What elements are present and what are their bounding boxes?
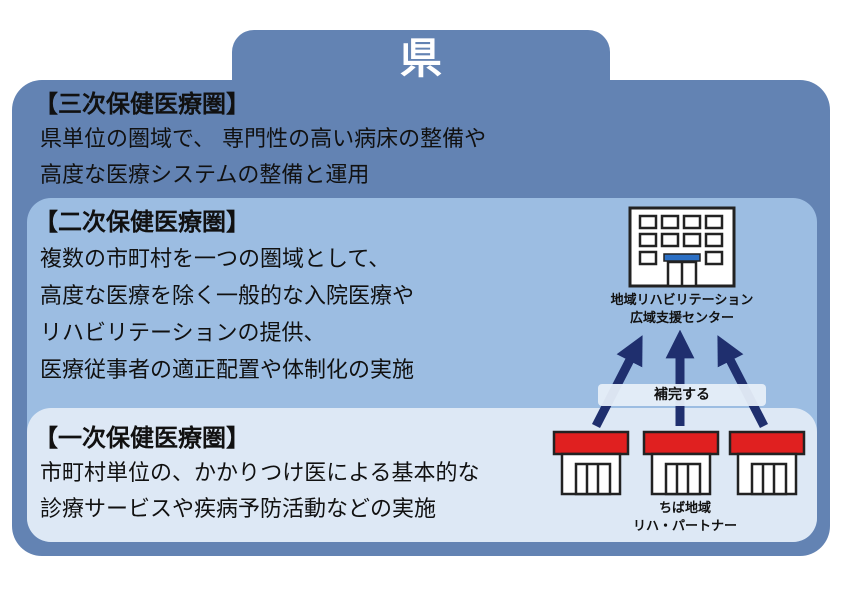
rehab-center-building-icon	[628, 206, 736, 288]
secondary-line-2: 高度な医療を除く一般的な入院医療や	[40, 284, 415, 309]
prefecture-tab	[232, 30, 610, 110]
secondary-line-1: 複数の市町村を一つの圏域として、	[40, 247, 391, 272]
prefecture-title: 県	[399, 34, 442, 83]
tertiary-heading: 【三次保健医療圏】	[34, 90, 250, 118]
rehab-center-label-2: 広域支援センター	[629, 311, 734, 326]
partner-label-1: ちば地域	[658, 501, 711, 516]
partner-shop-icon	[728, 430, 806, 496]
secondary-heading: 【二次保健医療圏】	[34, 208, 250, 236]
partner-label-2: リハ・パートナー	[632, 519, 737, 534]
support-label-bar	[598, 384, 766, 406]
support-arrows	[591, 330, 769, 429]
primary-line-1: 市町村単位の、かかりつけ医による基本的な	[40, 461, 480, 486]
primary-heading: 【一次保健医療圏】	[34, 424, 250, 452]
partner-shop-icon	[642, 430, 720, 496]
primary-line-2: 診療サービスや疾病予防活動などの実施	[40, 497, 437, 522]
secondary-line-3: リハビリテーションの提供、	[40, 321, 326, 346]
partner-shop-icon	[552, 430, 630, 496]
tertiary-line-2: 高度な医療システムの整備と運用	[40, 163, 370, 188]
support-label: 補完する	[654, 387, 710, 403]
tertiary-line-1: 県単位の圏域で、 専門性の高い病床の整備や	[40, 127, 487, 152]
rehab-center-label-1: 地域リハビリテーション	[610, 293, 754, 308]
secondary-line-4: 医療従事者の適正配置や体制化の実施	[40, 358, 415, 383]
